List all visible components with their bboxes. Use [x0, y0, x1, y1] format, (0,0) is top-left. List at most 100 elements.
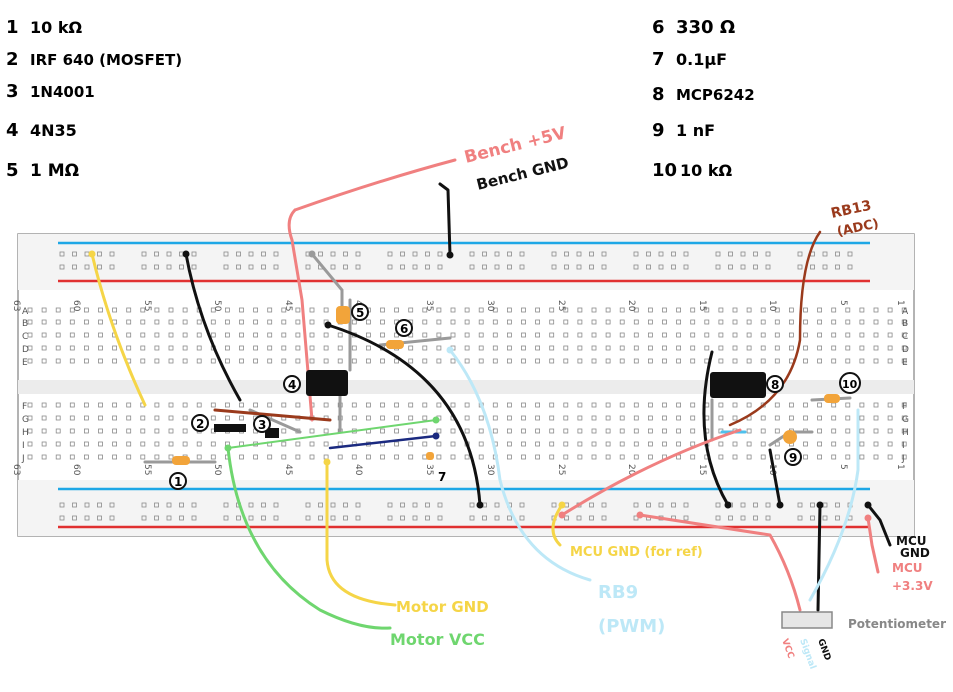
endpoint-motor-vcc	[224, 444, 232, 452]
center-channel	[18, 380, 914, 394]
endpoint-black-bottom-2	[724, 501, 732, 509]
label-motor-gnd: Motor GND	[396, 598, 489, 616]
part-4-number: 4	[6, 120, 19, 141]
col-25-top: 25	[556, 300, 566, 311]
wire-endpoints	[88, 250, 872, 522]
part-6-name: 330 Ω	[676, 17, 735, 38]
col-15-bottom: 15	[697, 464, 707, 475]
endpoint-motor-gnd	[323, 458, 331, 466]
col-63-top: 63	[11, 300, 21, 311]
wire-green-bridge	[227, 419, 437, 449]
marker-3-label: 3	[258, 418, 266, 432]
wire-pot-signal	[808, 408, 860, 602]
row-letter-f-right: F	[902, 402, 907, 412]
row-letter-b-right: B	[902, 319, 908, 329]
endpoint-gray-top	[308, 250, 316, 258]
marker-8-circle	[766, 375, 784, 393]
col-45-top: 45	[283, 300, 293, 311]
marker-10-label: 10	[842, 378, 858, 391]
label-rb9: RB9	[598, 582, 638, 603]
col-60-bottom: 60	[71, 464, 81, 476]
wire-black-opto-to-rail	[326, 323, 482, 507]
parts-list: 1 10 kΩ 2 IRF 640 (MOSFET) 3 1N4001 4 4N…	[6, 17, 755, 181]
part-8-number: 8	[652, 84, 665, 105]
label-pot-signal: Signal	[797, 638, 817, 671]
row-letter-d-right: D	[902, 345, 909, 355]
col-35-bottom: 35	[424, 464, 434, 475]
row-letter-h-left: H	[22, 428, 29, 438]
wires	[90, 158, 892, 630]
row-letter-b-left: B	[22, 319, 28, 329]
col-5-bottom: 5	[838, 464, 848, 470]
label-mcu-gnd-line2: GND	[900, 546, 930, 560]
label-pot-gnd: GND	[815, 638, 832, 662]
col-60-top: 60	[71, 300, 81, 312]
endpoint-pink-bottom-2	[636, 511, 644, 519]
wire-black-pot-gnd	[816, 503, 822, 612]
wire-mcu-3v3	[866, 516, 880, 574]
col-30-top: 30	[485, 300, 495, 312]
endpoint-pink-bottom-3	[864, 514, 872, 522]
row-letter-h-right: H	[902, 428, 909, 438]
endpoint-black-bottom-3	[776, 501, 784, 509]
label-pot-vcc: VCC	[779, 638, 795, 661]
part-5-name: 1 MΩ	[30, 161, 79, 181]
col-20-bottom: 20	[626, 464, 636, 476]
row-letter-e-left: E	[22, 358, 28, 368]
part-2-name: IRF 640 (MOSFET)	[30, 51, 182, 69]
resistor-5-body	[336, 306, 350, 324]
part-6-number: 6	[652, 17, 665, 38]
wire-navy	[328, 434, 438, 450]
row-letter-g-right: G	[902, 415, 909, 425]
part-9-name: 1 nF	[676, 121, 715, 140]
row-letter-a-left: A	[22, 307, 29, 317]
marker-4-circle	[283, 375, 301, 393]
marker-5-circle	[351, 303, 369, 321]
row-letter-i-right: I	[902, 441, 905, 451]
marker-8-label: 8	[771, 378, 779, 392]
endpoint-black-top	[182, 250, 190, 258]
col-20-top: 20	[626, 300, 636, 312]
capacitor-7-body	[426, 452, 434, 460]
marker-5-label: 5	[356, 306, 364, 320]
col-1-top: 1	[895, 300, 905, 306]
marker-1-label: 1	[174, 475, 182, 489]
row-letter-g-left: G	[22, 415, 29, 425]
marker-4-label: 4	[288, 378, 296, 392]
marker-2-circle	[191, 414, 209, 432]
row-letter-j-right: J	[901, 454, 905, 464]
label-mcu-gnd-ref: MCU GND (for ref)	[570, 545, 703, 560]
endpoint-navy-right	[432, 432, 440, 440]
marker-10-circle	[839, 372, 861, 394]
col-15-top: 15	[697, 300, 707, 311]
capacitor-9-body	[783, 430, 797, 444]
col-5-top: 5	[838, 300, 848, 306]
col-30-bottom: 30	[485, 464, 495, 476]
resistor-1-body	[172, 456, 190, 465]
part-1-number: 1	[6, 17, 19, 38]
potentiometer-body	[781, 611, 833, 629]
part-9-number: 9	[652, 120, 665, 141]
marker-9-label: 9	[789, 451, 797, 465]
label-pwm: (PWM)	[598, 616, 665, 637]
part-10-number: 10	[652, 160, 677, 181]
row-letter-a-right: A	[902, 307, 909, 317]
label-mcu-33v-line1: MCU	[892, 561, 923, 575]
endpoint-black-bottom-4	[816, 501, 824, 509]
part-4-name: 4N35	[30, 121, 77, 140]
opamp-mcp6242-chip	[710, 372, 766, 398]
label-motor-vcc: Motor VCC	[390, 630, 485, 649]
breadboard-holes	[27, 251, 907, 521]
endpoint-bench-gnd	[446, 251, 454, 259]
resistor-6-body	[386, 340, 404, 349]
wire-bench-5v	[287, 208, 314, 422]
part-10-name: 10 kΩ	[680, 161, 732, 180]
label-potentiometer: Potentiometer	[848, 617, 946, 631]
marker-9-circle	[784, 448, 802, 466]
row-letters: A B C D E F G H I J A B C D E F G H I J	[21, 307, 909, 464]
part-2-number: 2	[6, 49, 19, 70]
marker-2-label: 2	[196, 417, 204, 431]
col-55-top: 55	[142, 300, 152, 311]
marker-7-label: 7	[438, 470, 446, 484]
endpoint-black-bottom-1	[476, 501, 484, 509]
